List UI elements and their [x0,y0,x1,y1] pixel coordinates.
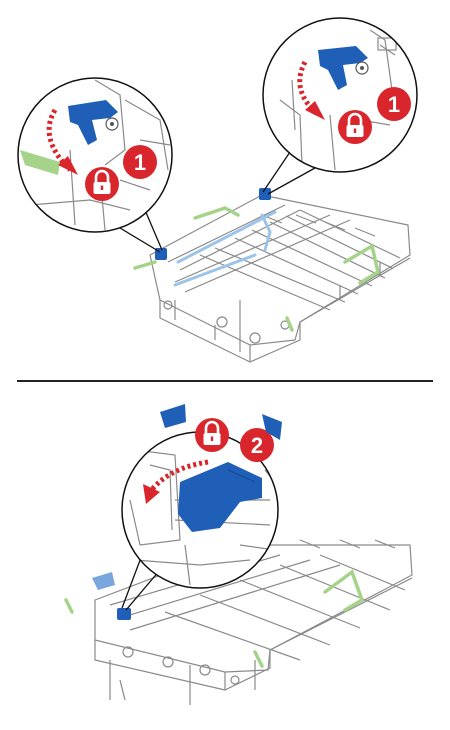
callout-pointer-right [262,151,316,195]
step-number: 1 [134,150,146,175]
latch-peek-left [160,404,186,428]
blue-rails-top [173,210,277,287]
step-badge-bottom: 2 [240,428,274,462]
lock-icon [195,418,229,452]
callout-pointer-left [119,209,163,253]
lock-icon [338,110,372,144]
latch-accent-bottom [92,572,115,590]
latch-peek-right [262,414,282,440]
latch-right-top[interactable] [259,188,271,200]
imaging-unit-top [149,194,411,363]
step-badge-left: 1 [123,145,157,179]
magnifier-right: 1 [262,17,418,173]
step-number: 2 [251,433,263,458]
lock-icon [85,167,119,201]
green-grips-top [133,206,380,332]
step-number: 1 [388,92,400,117]
callout-pointer-bottom [121,554,161,611]
latch-left-bottom[interactable] [117,608,131,620]
step-badge-right: 1 [377,87,411,121]
magnifier-bottom: 2 [121,418,279,589]
magnifier-left: 1 [17,77,173,233]
